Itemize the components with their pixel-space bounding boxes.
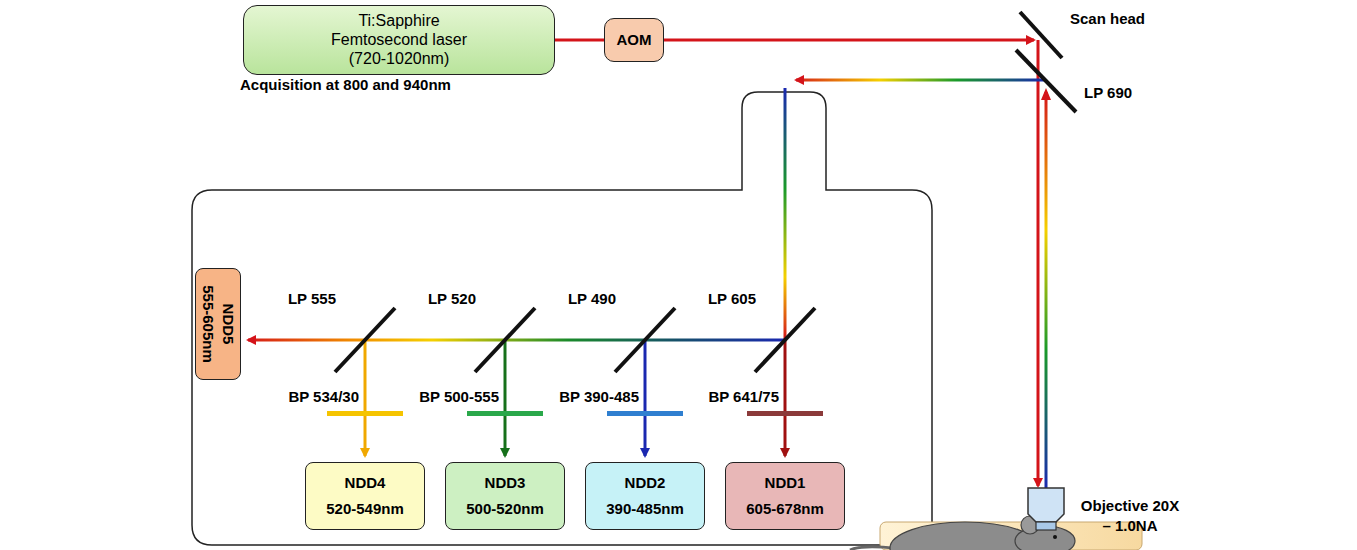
laser-box: Ti:Sapphire Femtosecond laser (720-1020n… bbox=[243, 5, 555, 75]
arrow-head bbox=[1041, 88, 1051, 100]
wavelength-range: 520-549nm bbox=[326, 500, 404, 518]
laser-name: Ti:Sapphire Femtosecond laser (720-1020n… bbox=[324, 11, 474, 69]
emission-beam bbox=[796, 79, 1046, 82]
box-title: NDD5 bbox=[219, 303, 237, 344]
modulator-box: AOM bbox=[604, 18, 664, 62]
dichroic-mirror bbox=[335, 308, 395, 372]
component-label: Scan head bbox=[1070, 10, 1145, 27]
channel-beam bbox=[504, 340, 507, 456]
scan-mirror bbox=[1020, 12, 1062, 58]
detector-housing bbox=[192, 92, 932, 545]
wavelength-range: 390-485nm bbox=[606, 500, 684, 518]
bandpass-filter bbox=[327, 411, 403, 416]
filter-label: BP 390-485 bbox=[559, 388, 639, 405]
box-title: AOM bbox=[617, 31, 652, 49]
mouse-tail bbox=[850, 547, 895, 550]
detector-box: NDD1 605-678nm bbox=[725, 462, 845, 530]
dichroic-mirror bbox=[1016, 50, 1076, 112]
wavelength-note: Acquisition at 800 and 940nm bbox=[240, 76, 451, 93]
detector-box: NDD2 390-485nm bbox=[585, 462, 705, 530]
box-title: NDD4 bbox=[345, 474, 386, 492]
objective-label: Objective 20X – 1.0NA bbox=[1080, 496, 1180, 535]
channel-beam bbox=[644, 340, 647, 456]
filter-label: BP 641/75 bbox=[708, 388, 779, 405]
laser-beam bbox=[1037, 40, 1040, 486]
bandpass-filter bbox=[467, 411, 543, 416]
emission-beam bbox=[248, 339, 785, 342]
dichroic-mirror bbox=[755, 308, 815, 372]
box-title: NDD3 bbox=[485, 474, 526, 492]
component-label: LP 690 bbox=[1084, 84, 1132, 101]
mouse-eye bbox=[1053, 535, 1057, 539]
detector-box: NDD3 500-520nm bbox=[445, 462, 565, 530]
emission-beam bbox=[1045, 92, 1048, 488]
mirror-label: LP 605 bbox=[708, 290, 756, 307]
objective-lens bbox=[1028, 488, 1064, 522]
rotated-text-holder: NDD5555-605nm bbox=[195, 268, 241, 380]
channel-beam bbox=[364, 340, 367, 456]
dichroic-mirror bbox=[615, 308, 675, 372]
bandpass-filter bbox=[607, 411, 683, 416]
dichroic-mirror bbox=[475, 308, 535, 372]
filter-label: BP 534/30 bbox=[288, 388, 359, 405]
laser-beam bbox=[663, 39, 1034, 42]
box-title: NDD2 bbox=[625, 474, 666, 492]
emission-beam bbox=[784, 88, 787, 340]
objective-tip bbox=[1036, 522, 1056, 530]
detector-box: NDD4 520-549nm bbox=[305, 462, 425, 530]
filter-label: BP 500-555 bbox=[419, 388, 499, 405]
bandpass-filter bbox=[747, 411, 823, 416]
detector-box: NDD5555-605nm bbox=[195, 268, 241, 380]
wavelength-range: 605-678nm bbox=[746, 500, 824, 518]
laser-beam bbox=[555, 39, 604, 42]
channel-beam bbox=[784, 340, 787, 456]
mirror-label: LP 520 bbox=[428, 290, 476, 307]
mirror-label: LP 490 bbox=[568, 290, 616, 307]
box-title: NDD1 bbox=[765, 474, 806, 492]
mirror-label: LP 555 bbox=[288, 290, 336, 307]
wavelength-range: 500-520nm bbox=[466, 500, 544, 518]
wavelength-range: 555-605nm bbox=[199, 285, 217, 363]
